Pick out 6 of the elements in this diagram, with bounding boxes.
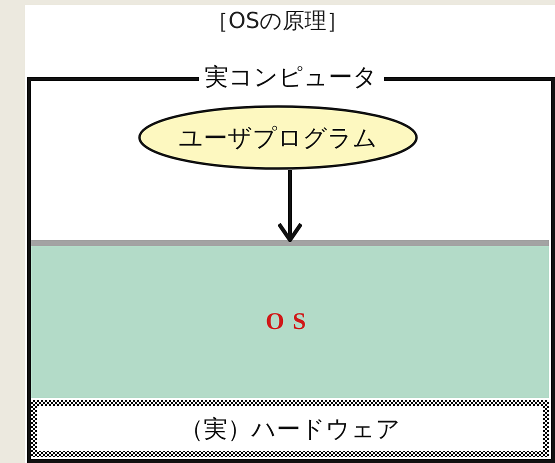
node-label: OS — [266, 308, 314, 336]
node-label: （実）ハードウェア — [180, 414, 400, 444]
node-label: ユーザプログラム — [178, 122, 378, 154]
arrow — [277, 170, 303, 242]
diagram-title: ［OSの原理］ — [205, 8, 350, 36]
os-layer — [31, 240, 549, 398]
